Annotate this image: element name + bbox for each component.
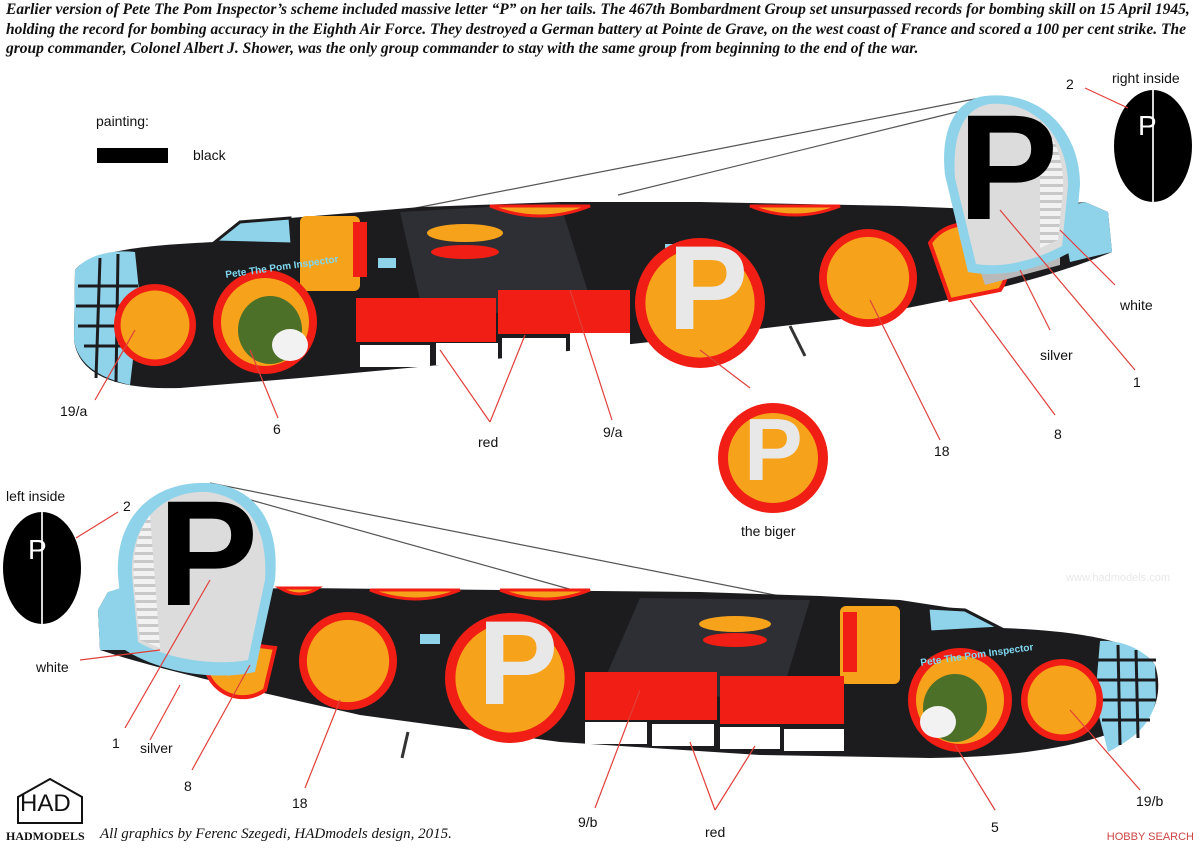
callout-19a: 19/a: [60, 403, 88, 419]
bottom-profile: [98, 482, 1159, 759]
callout-1-top: 1: [1133, 374, 1141, 390]
legend-heading: painting:: [96, 113, 149, 129]
detail-roundel-letter: P: [744, 400, 803, 499]
callout-2-bottom: 2: [123, 498, 131, 514]
callout-red-top: red: [478, 434, 499, 450]
callout-9b: 9/b: [578, 814, 598, 830]
bottom-roundel-letter: P: [478, 596, 559, 730]
bottom-tail-letter: P: [158, 469, 259, 637]
roundel-label: the biger: [741, 523, 796, 539]
callout-18-bottom: 18: [292, 795, 308, 811]
watermark: HOBBY SEARCH: [1106, 831, 1194, 843]
callout-silver-top: silver: [1040, 347, 1073, 363]
logo-mark: HAD: [20, 790, 71, 817]
left-inside-letter: P: [28, 534, 47, 565]
right-inside-letter: P: [1138, 110, 1157, 141]
callout-8-top: 8: [1054, 426, 1062, 442]
watermark-faint: www.hadmodels.com: [1066, 572, 1170, 584]
callout-left-inside: left inside: [6, 488, 66, 504]
top-roundel-letter: P: [668, 221, 749, 355]
callout-white-bottom: white: [36, 659, 69, 675]
callout-6: 6: [273, 421, 281, 437]
intro-text: Earlier version of Pete The Pom Inspecto…: [6, 1, 1190, 57]
callout-5: 5: [991, 819, 999, 835]
callout-18-top: 18: [934, 443, 950, 459]
legend-black-label: black: [193, 147, 226, 163]
top-tail-letter: P: [958, 83, 1059, 251]
callout-silver-bottom: silver: [140, 740, 173, 756]
legend-black-swatch: [97, 148, 168, 163]
callout-right-inside: right inside: [1112, 70, 1180, 86]
right-inside-tail: [1114, 90, 1192, 202]
callout-8-bottom: 8: [184, 778, 192, 794]
callout-2-top: 2: [1066, 76, 1074, 92]
callout-19b: 19/b: [1136, 793, 1164, 809]
top-profile: [74, 95, 1112, 389]
top-leader-lines: [94, 87, 1136, 441]
hadmodels-logo-icon: [17, 777, 83, 824]
logo-name: HADMODELS: [6, 829, 85, 843]
roundel-detail: [718, 403, 828, 513]
callout-white-top: white: [1120, 297, 1153, 313]
callout-1-bottom: 1: [112, 735, 120, 751]
callout-red-bottom: red: [705, 824, 726, 840]
credits: All graphics by Ferenc Szegedi, HADmodel…: [100, 826, 452, 842]
bottom-leader-lines: [75, 511, 1141, 811]
callout-9a: 9/a: [603, 424, 623, 440]
left-inside-tail: [3, 512, 81, 624]
